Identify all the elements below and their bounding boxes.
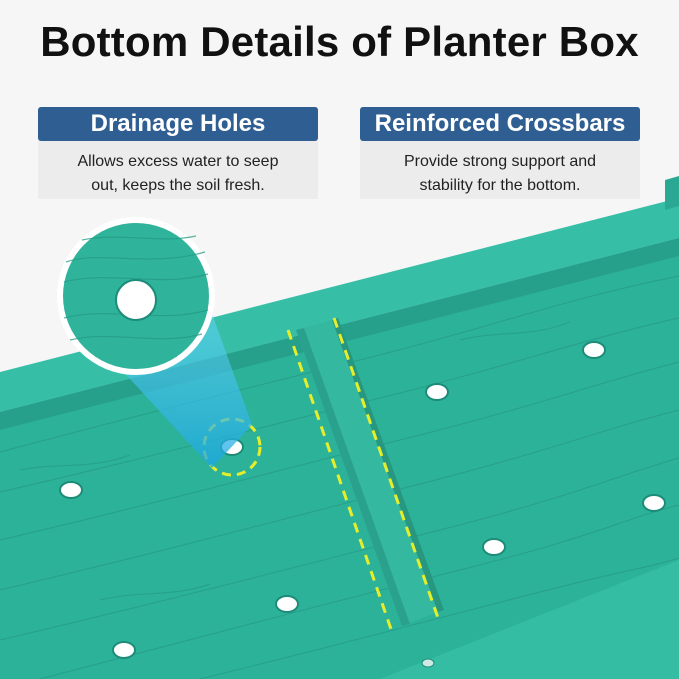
zoomed-drainage-hole [115,279,157,321]
screw-hole [421,658,435,668]
crossbar-highlight-left [286,329,394,633]
crossbars-desc-line-2: stability for the bottom. [419,177,581,194]
crossbar-highlight-right [332,317,440,619]
planter-floor [0,238,679,679]
drainage-holes-card: Drainage Holes Allows excess water to se… [38,107,318,199]
drainage-desc-line-2: out, keeps the soil fresh. [91,177,265,194]
drainage-hole [482,538,506,556]
drainage-hole [112,641,136,659]
drainage-desc-line-1: Allows excess water to seep [77,153,279,170]
drainage-hole-highlight [202,417,262,477]
planter-front-edge [380,560,679,679]
drainage-hole [642,494,666,512]
drainage-hole-zoom-callout [57,217,215,375]
drainage-hole [59,481,83,499]
drainage-hole [275,595,299,613]
drainage-holes-description: Allows excess water to seep out, keeps t… [38,150,318,198]
drainage-hole [425,383,449,401]
crossbars-desc-line-1: Provide strong support and [403,153,597,170]
crossbars-card: Reinforced Crossbars Provide strong supp… [360,107,640,199]
drainage-holes-heading: Drainage Holes [38,107,318,141]
crossbars-description: Provide strong support and stability for… [360,150,640,198]
drainage-hole [582,341,606,359]
page-title: Bottom Details of Planter Box [40,18,639,65]
crossbars-heading: Reinforced Crossbars [360,107,640,141]
